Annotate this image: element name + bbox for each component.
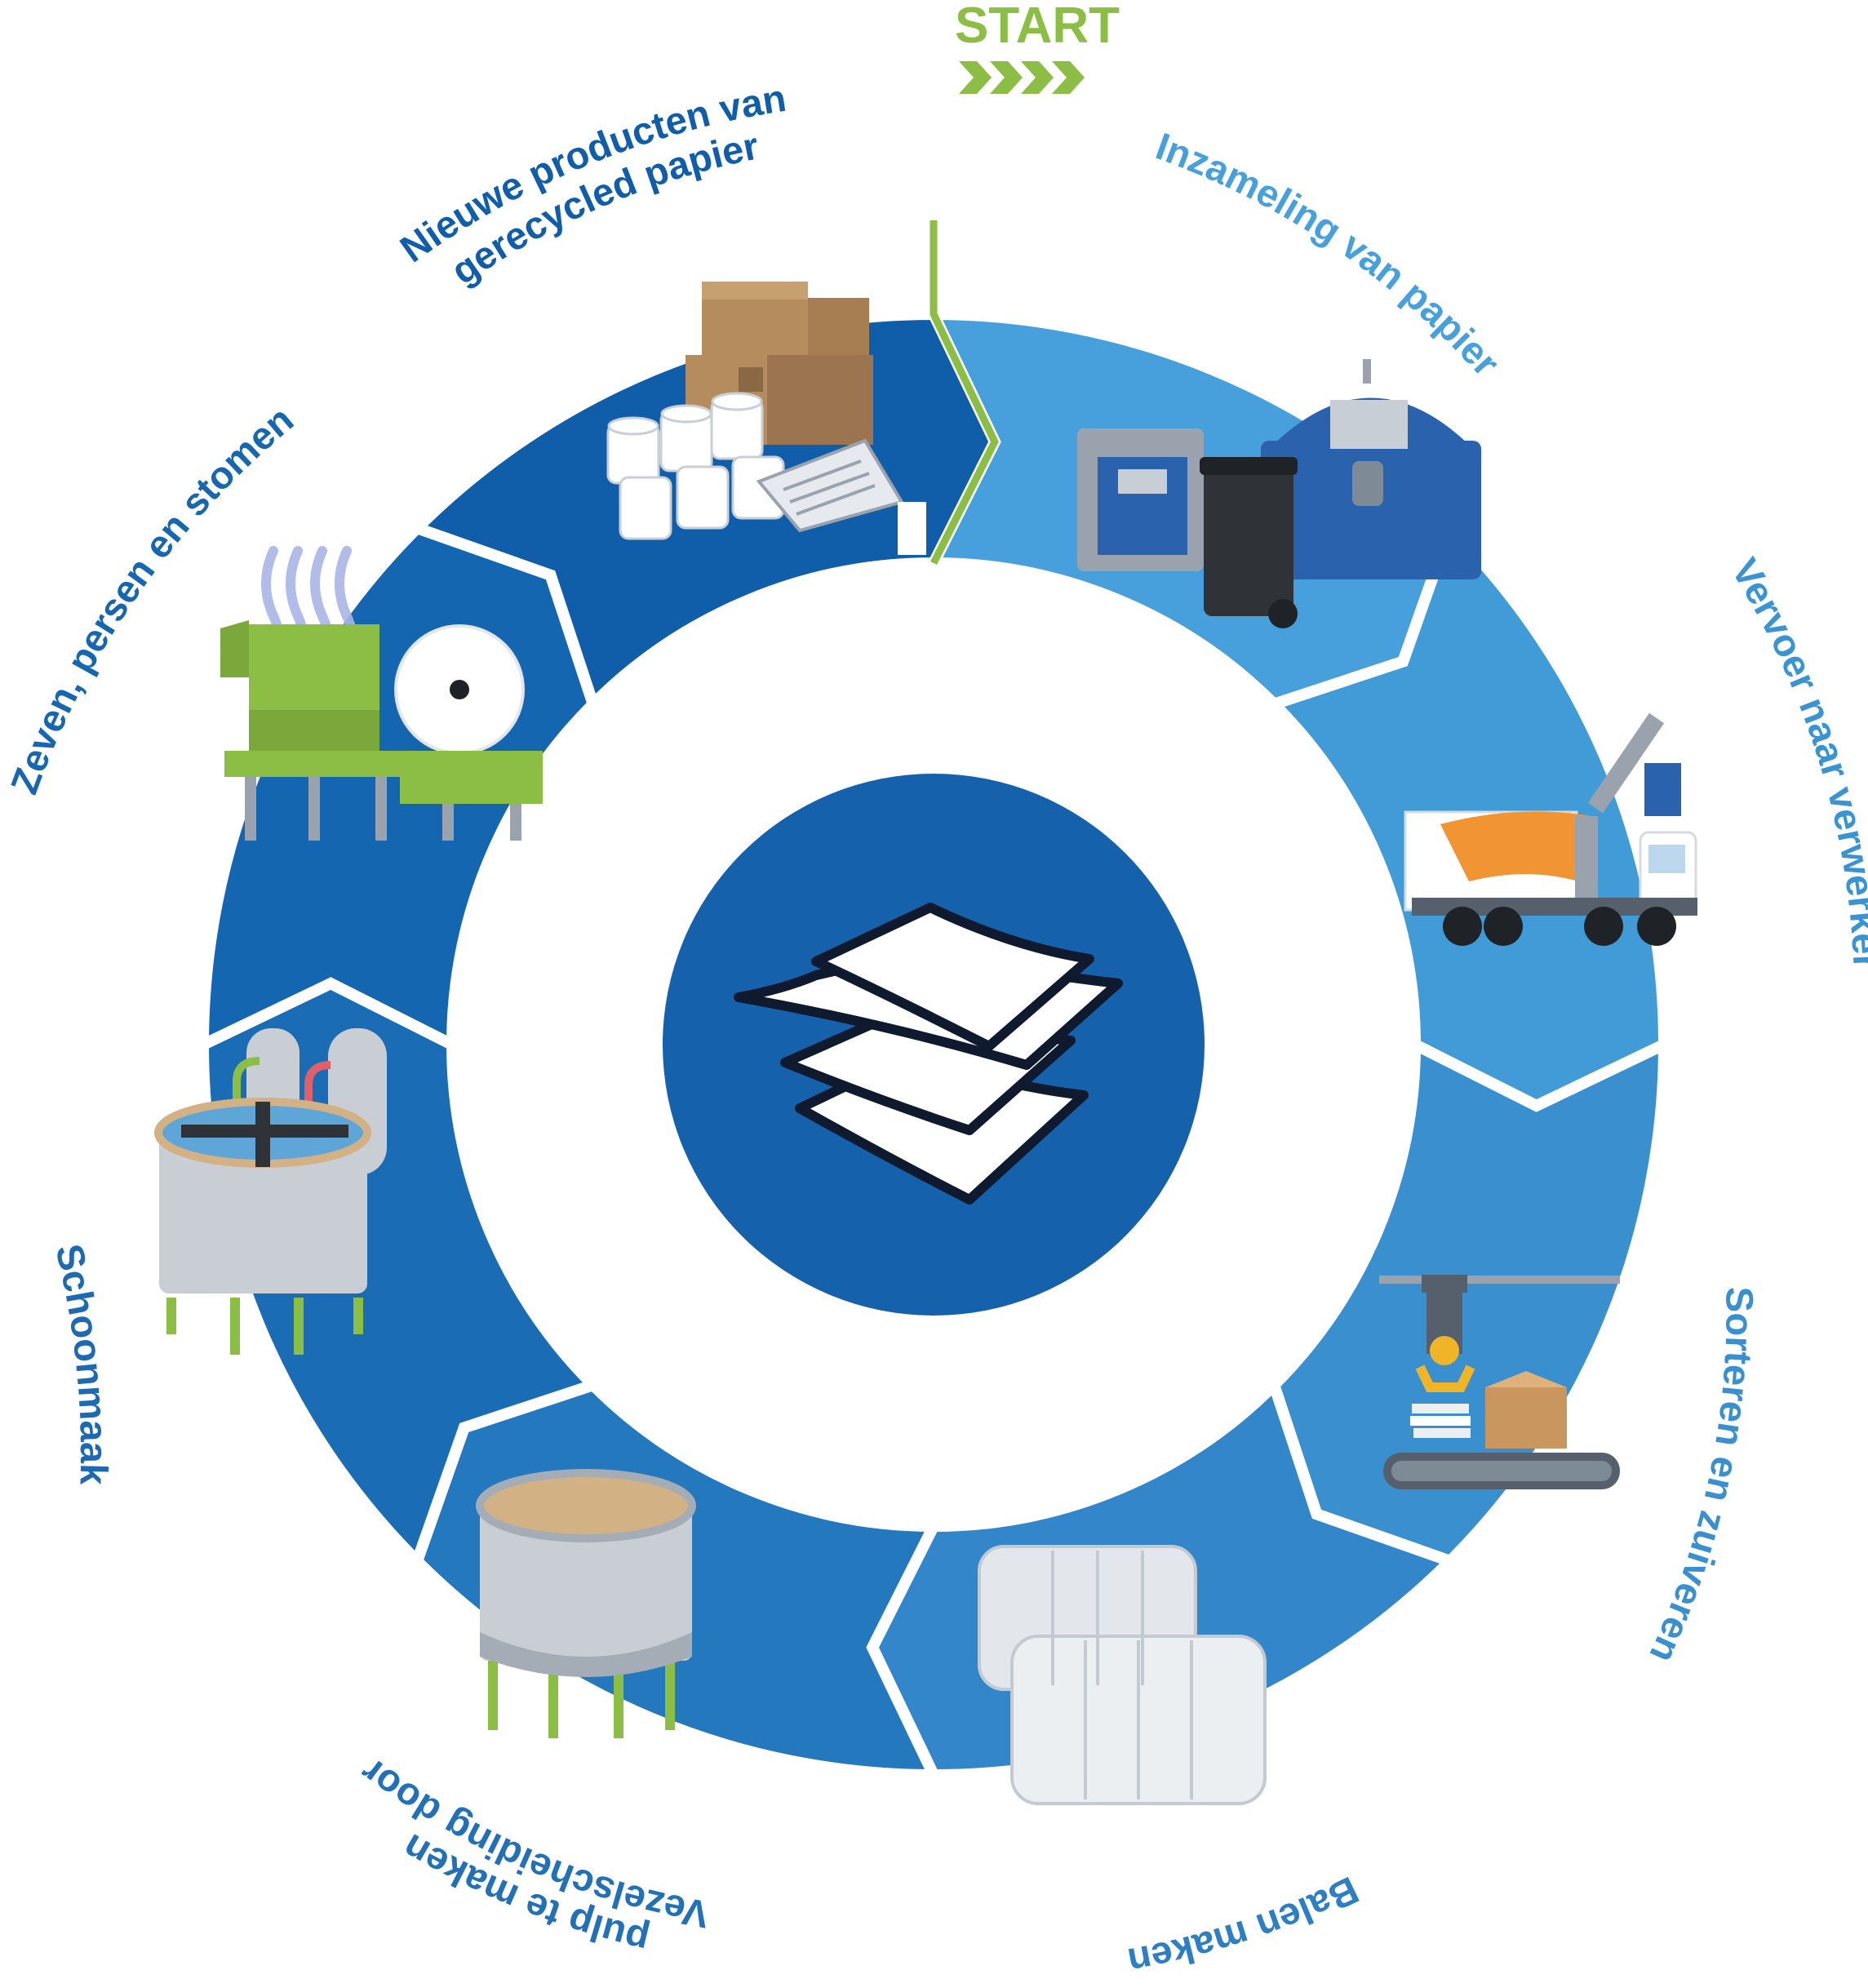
step-label-inzameling: Inzameling van papier — [1151, 124, 1508, 384]
start-label: START — [955, 0, 1120, 54]
paper-bales-icon — [978, 1545, 1267, 1805]
step-label-nieuwe: Nieuwe producten van — [393, 76, 789, 270]
center-circle — [663, 774, 1205, 1316]
paper-machine-icon — [220, 546, 543, 841]
step-label-sorteren: Sorteren en zuiveren — [1641, 1286, 1761, 1670]
sorting-conveyor-icon — [1379, 1275, 1620, 1489]
step-label-vervoer: Vervoer naar verwerker — [1724, 551, 1868, 970]
garbage-truck-icon — [1404, 712, 1697, 946]
pulp-tank-icon — [476, 1469, 696, 1738]
start-line — [930, 220, 999, 566]
recycled-products-icon — [606, 282, 926, 555]
step-label-balen: Balen maken — [1125, 1868, 1365, 1984]
start-chevron — [990, 61, 1023, 94]
step-label-schoonmaak: Schoonmaak — [47, 1240, 116, 1486]
cleaning-tank-icon — [154, 1028, 387, 1355]
collection-containers-icon — [1077, 359, 1481, 628]
start-chevron — [1052, 61, 1085, 94]
start-chevron — [959, 61, 992, 94]
stacked-paper-icon — [734, 903, 1123, 1205]
start-chevron — [1021, 61, 1054, 94]
